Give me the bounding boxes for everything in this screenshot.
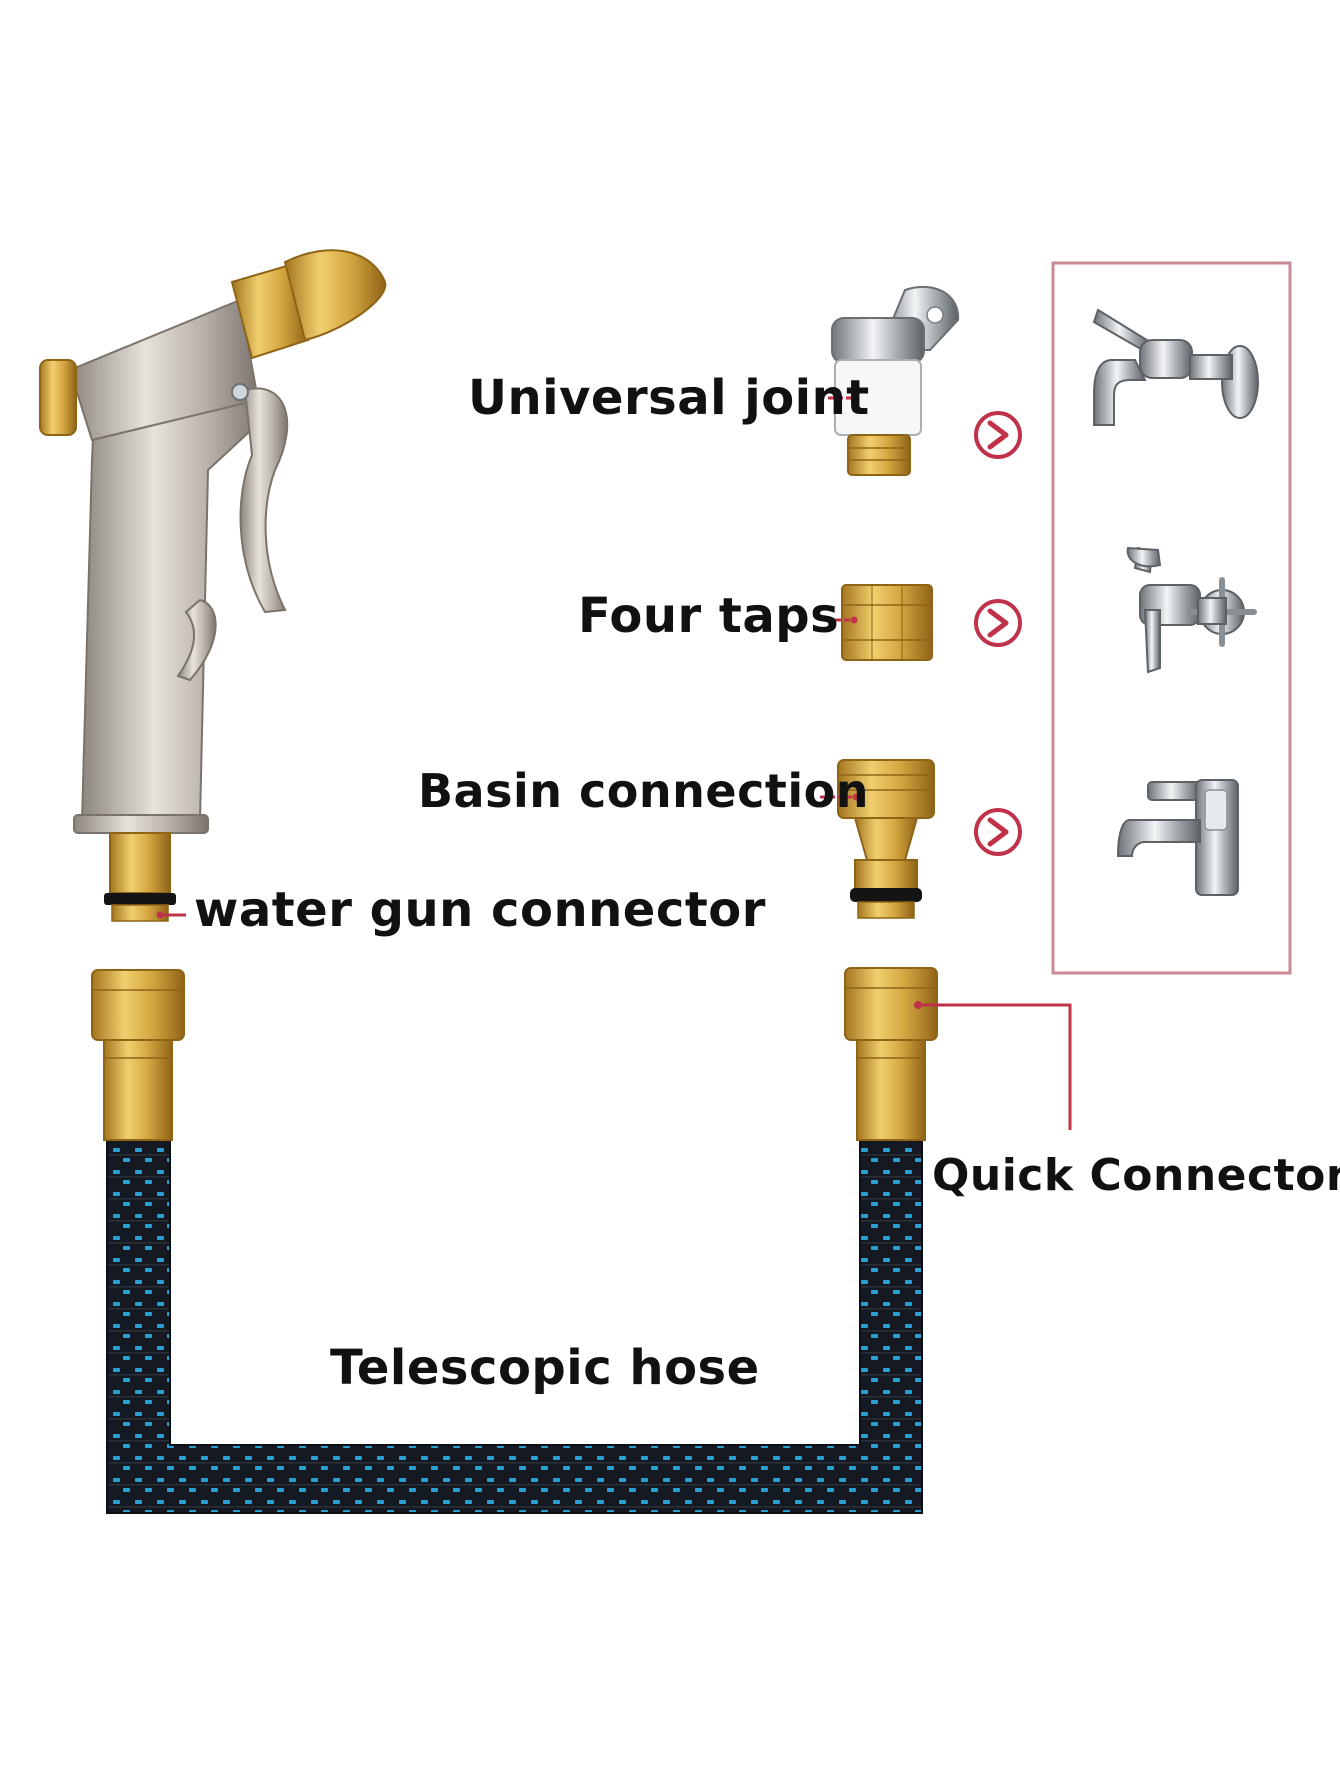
leader-quick-connector [920,1003,1072,1130]
label-four-taps: Four taps [578,588,840,644]
label-basin-connection: Basin connection [418,764,869,818]
quick-connector-icon [91,969,185,1141]
arrow-right-icon [974,599,1022,647]
arrow-right-icon [974,808,1022,856]
label-water-gun-connector: water gun connector [194,882,766,938]
label-quick-connector: Quick Connector [932,1150,1340,1201]
telescopic-hose-icon [106,1139,923,1514]
arrow-right-icon [974,411,1022,459]
basin-connector-icon [837,759,935,919]
cross-handle-tap-icon [1126,546,1257,674]
wall-tap-icon [1092,308,1259,426]
spray-gun-icon [39,249,387,922]
label-telescopic-hose: Telescopic hose [330,1340,760,1396]
tap-frame [1051,261,1292,975]
label-universal-joint: Universal joint [468,370,870,426]
quick-connector-icon [844,967,938,1141]
universal-joint-icon [831,285,960,476]
four-taps-adapter-icon [841,584,933,661]
basin-faucet-icon [1116,779,1239,896]
